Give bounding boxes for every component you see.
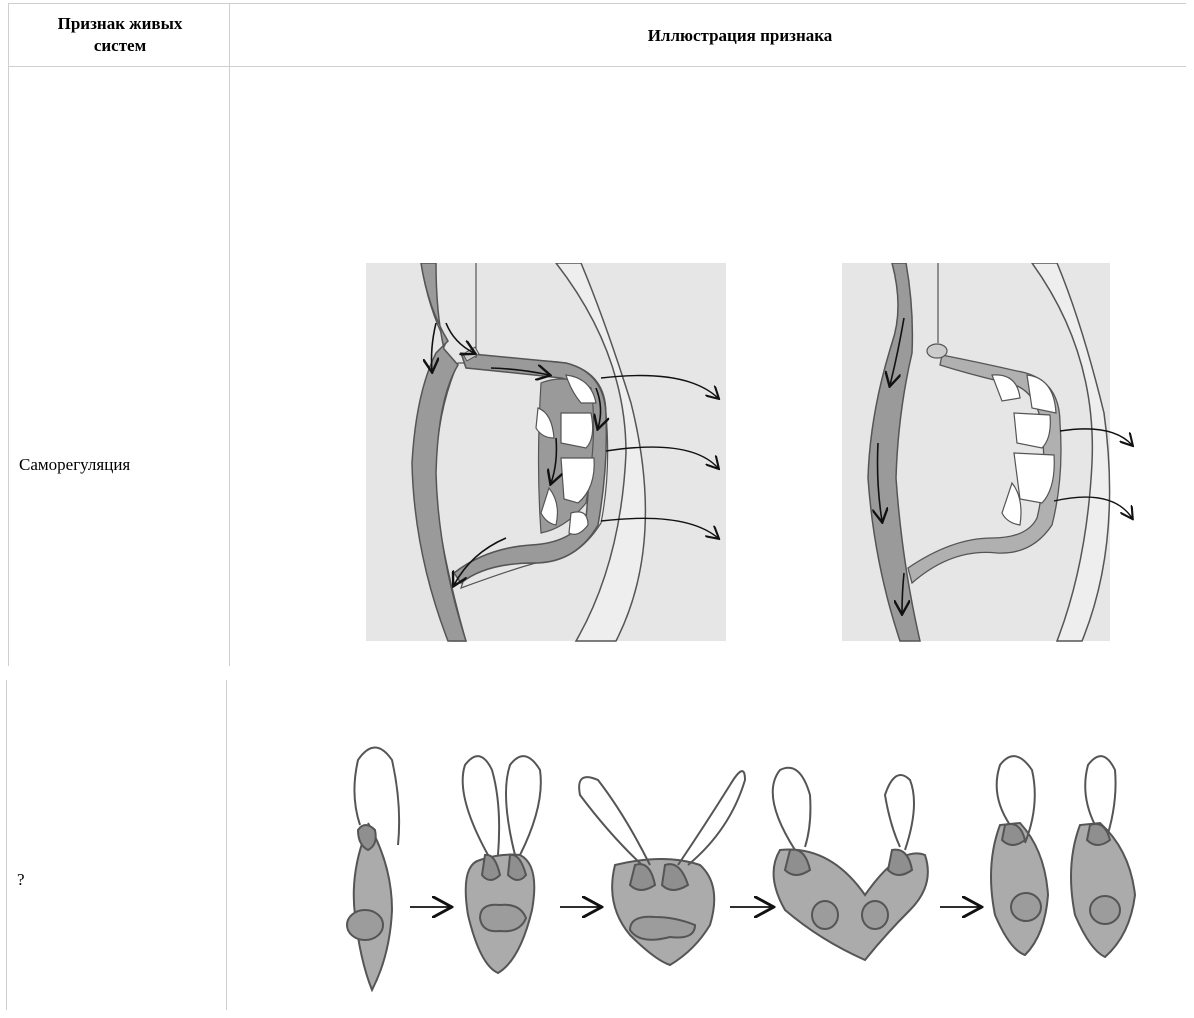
table-left-border <box>8 3 9 666</box>
header-illustration: Иллюстрация признака <box>647 26 833 45</box>
table-left-border-lower <box>6 680 7 1010</box>
trait-unknown: ? <box>17 870 25 889</box>
vessel-constricted-illustration <box>842 263 1142 642</box>
trait-self-regulation: Саморегуляция <box>19 455 131 474</box>
table-top-border <box>8 3 1186 4</box>
column-divider-lower <box>226 680 227 1010</box>
euglena-division-illustration <box>346 746 1137 993</box>
vessel-dilated-illustration <box>366 263 726 642</box>
header-bottom-border <box>8 66 1186 67</box>
header-trait: Признак живых систем <box>57 14 183 55</box>
column-divider <box>229 3 230 666</box>
